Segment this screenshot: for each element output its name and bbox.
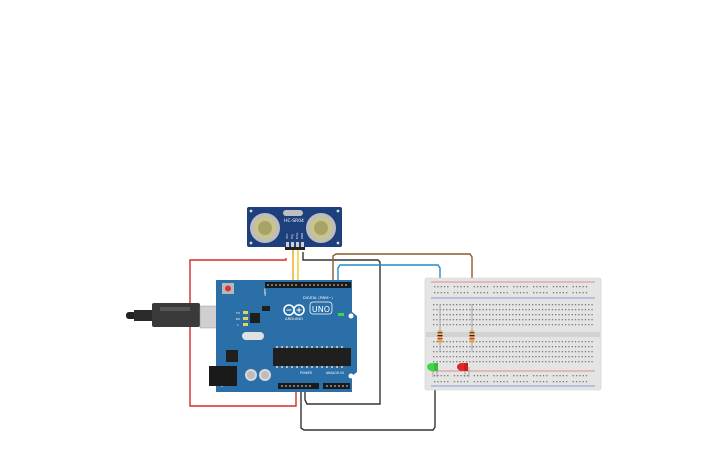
led-label-l: L bbox=[237, 323, 239, 327]
arduino-logo-icon bbox=[283, 304, 305, 316]
wire-brown-led[interactable] bbox=[332, 253, 473, 304]
sensor-model-label: HC-SR04 bbox=[284, 218, 304, 224]
arduino-uno[interactable]: TX RX L AREF DIGITAL (PWM~) ARDUINO UNO bbox=[209, 280, 357, 392]
breadboard[interactable] bbox=[424, 277, 602, 391]
power-led bbox=[338, 313, 344, 316]
power-jack[interactable] bbox=[209, 366, 237, 386]
sensor-crystal bbox=[283, 210, 303, 216]
digital-label: DIGITAL (PWM~) bbox=[303, 296, 333, 300]
led-label-rx: RX bbox=[236, 317, 240, 321]
analog-header bbox=[323, 383, 350, 389]
sensor-pin-label-vcc: VCC bbox=[285, 233, 289, 239]
arduino-logo-text: ARDUINO bbox=[285, 316, 303, 321]
sensor-pin-label-echo: Echo bbox=[295, 232, 299, 239]
digital-header bbox=[265, 282, 351, 288]
wire-blue-led[interactable] bbox=[337, 264, 441, 304]
arduino-board bbox=[216, 280, 357, 392]
aref-label: AREF bbox=[263, 288, 267, 296]
led-red[interactable] bbox=[457, 363, 470, 377]
ultrasonic-sensor[interactable]: HC-SR04 VCC Trig Echo GND bbox=[247, 207, 342, 250]
led-label-tx: TX bbox=[235, 311, 240, 315]
breadboard-holes bbox=[433, 286, 593, 383]
sensor-pins: VCC Trig Echo GND bbox=[285, 232, 305, 250]
arduino-model-text: UNO bbox=[312, 305, 330, 314]
wire-gnd-breadboard[interactable] bbox=[300, 380, 436, 431]
microcontroller-chip bbox=[273, 348, 351, 366]
analog-label: ANALOG IN bbox=[326, 371, 344, 375]
resistor-1[interactable] bbox=[437, 304, 443, 351]
sensor-pin-label-gnd: GND bbox=[300, 233, 304, 239]
wire-5v-red[interactable] bbox=[189, 258, 297, 407]
sensor-pin-label-trig: Trig bbox=[290, 234, 294, 239]
wire-gnd-sensor[interactable] bbox=[302, 252, 381, 405]
led-green[interactable] bbox=[427, 363, 438, 377]
wires bbox=[189, 248, 473, 431]
resistor-2[interactable] bbox=[469, 304, 475, 351]
power-label: POWER bbox=[300, 371, 313, 375]
